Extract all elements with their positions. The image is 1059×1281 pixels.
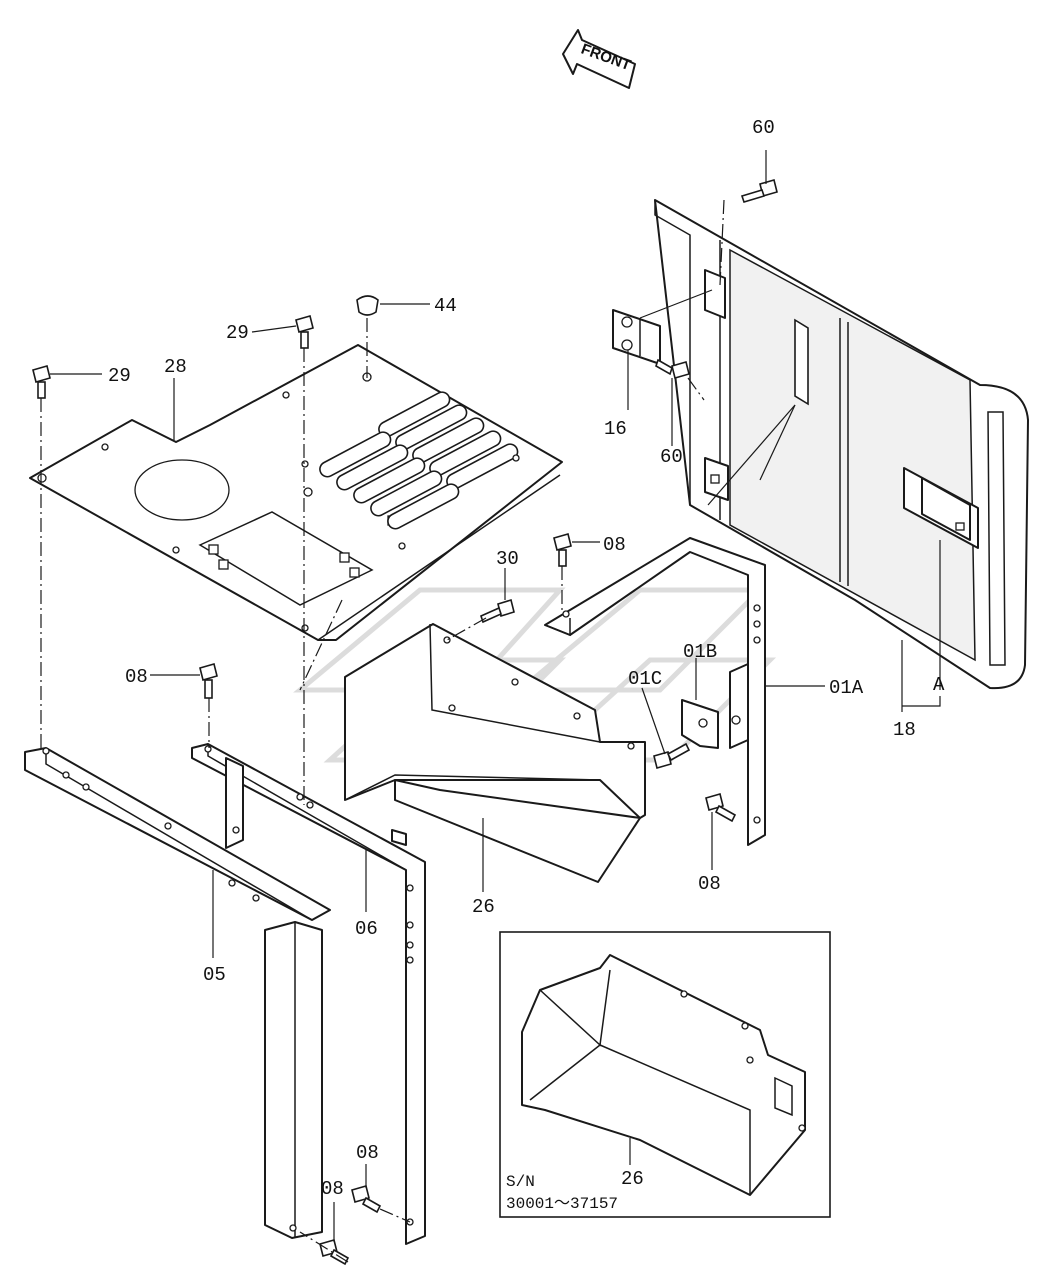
- label-30: 30: [496, 548, 519, 570]
- label-a: A: [933, 674, 945, 696]
- label-01b: 01B: [683, 641, 717, 663]
- bolt-60-top-icon: [740, 179, 778, 203]
- label-60-top: 60: [752, 117, 775, 139]
- bolt-08-top-icon: [553, 533, 572, 567]
- label-08-right: 08: [698, 873, 721, 895]
- part-labels: 60 44 29 29 28 16 60 30 08 08 01B 01C 01…: [108, 117, 945, 1200]
- label-29-center: 29: [226, 322, 249, 344]
- frame-05: [24, 747, 331, 1239]
- bolt-60-mid-icon: [655, 358, 690, 379]
- leader-lines: [50, 150, 941, 1242]
- label-60-mid: 60: [660, 446, 683, 468]
- label-28: 28: [164, 356, 187, 378]
- inset-variant: 26 S/N 30001～37157: [499, 931, 831, 1218]
- serial-range: 30001～37157: [506, 1195, 618, 1213]
- frame-06: [191, 743, 426, 1245]
- bolt-08-right-icon: [705, 793, 737, 823]
- duct-26: [344, 623, 646, 883]
- bolt-29-left-icon: [32, 365, 51, 399]
- label-26: 26: [472, 896, 495, 918]
- side-cover-18: [654, 199, 1029, 690]
- bolt-08-bottom-left-icon: [319, 1239, 350, 1266]
- bracket-01b: [681, 699, 741, 749]
- label-08-bottom-left: 08: [321, 1178, 344, 1200]
- label-08-top: 08: [603, 534, 626, 556]
- label-08-bottom-right: 08: [356, 1142, 379, 1164]
- hinge-bracket-16: [612, 289, 713, 365]
- label-29-left: 29: [108, 365, 131, 387]
- grommet-44-icon: [356, 295, 379, 316]
- bracket-01a: [544, 537, 766, 846]
- label-18: 18: [893, 719, 916, 741]
- vent-slots: [319, 391, 519, 530]
- label-06: 06: [355, 918, 378, 940]
- label-26-inset: 26: [621, 1168, 644, 1190]
- front-arrow-icon: FRONT: [562, 29, 636, 89]
- top-plate-28: [29, 344, 563, 641]
- bolt-29-center-icon: [295, 315, 314, 349]
- bolt-08-left-icon: [199, 663, 218, 699]
- label-05: 05: [203, 964, 226, 986]
- label-08-left: 08: [125, 666, 148, 688]
- label-44: 44: [434, 295, 457, 317]
- bolt-01c-icon: [653, 742, 691, 769]
- serial-label: S/N: [506, 1173, 535, 1191]
- label-16: 16: [604, 418, 627, 440]
- assembly-lines: [40, 199, 725, 1263]
- label-01a: 01A: [829, 677, 864, 699]
- bolt-08-bottom-right-icon: [351, 1185, 382, 1214]
- label-01c: 01C: [628, 668, 662, 690]
